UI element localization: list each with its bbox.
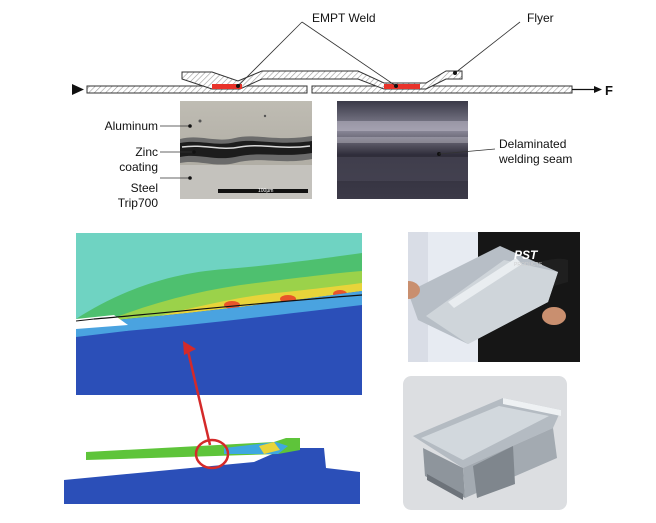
scale-bar-text: 100µm — [258, 188, 274, 194]
shirt-logo: PST — [514, 248, 538, 262]
seam-label-line1: Delaminated — [499, 137, 567, 151]
zoom-arrow — [183, 341, 212, 446]
base-plate-left — [86, 85, 308, 94]
aluminum-label: Aluminum — [104, 119, 158, 133]
force-label: F — [605, 83, 613, 98]
arrow-head-icon — [183, 341, 196, 355]
steel-label-line2: Trip700 — [117, 196, 158, 210]
micrograph-zinc-interface — [180, 101, 312, 199]
zinc-label-line2: coating — [119, 160, 158, 174]
base-plate-right — [311, 85, 573, 94]
force-arrow-icon — [594, 86, 602, 93]
fe-simulation-overview — [64, 438, 360, 504]
photo-welded-sheet — [408, 232, 580, 362]
zinc-label-line1: Zinc — [135, 145, 158, 159]
micrograph-leaders — [160, 124, 196, 180]
clamp-icon — [72, 84, 84, 95]
weld-zone-left — [212, 84, 242, 89]
seam-leader — [438, 148, 496, 155]
steel-label-line1: Steel — [130, 181, 158, 195]
weld-label: EMPT Weld — [312, 11, 376, 25]
seam-label-line2: welding seam — [499, 152, 573, 166]
shirt-logo-sub: PRODUCTS — [514, 262, 543, 268]
micrograph-delaminated-seam — [337, 101, 468, 199]
weld-schematic — [72, 21, 602, 95]
weld-zone-right — [384, 84, 420, 89]
fe-simulation-zoom — [76, 233, 362, 395]
flyer-label: Flyer — [527, 11, 554, 25]
photo-welded-profile — [403, 376, 567, 510]
